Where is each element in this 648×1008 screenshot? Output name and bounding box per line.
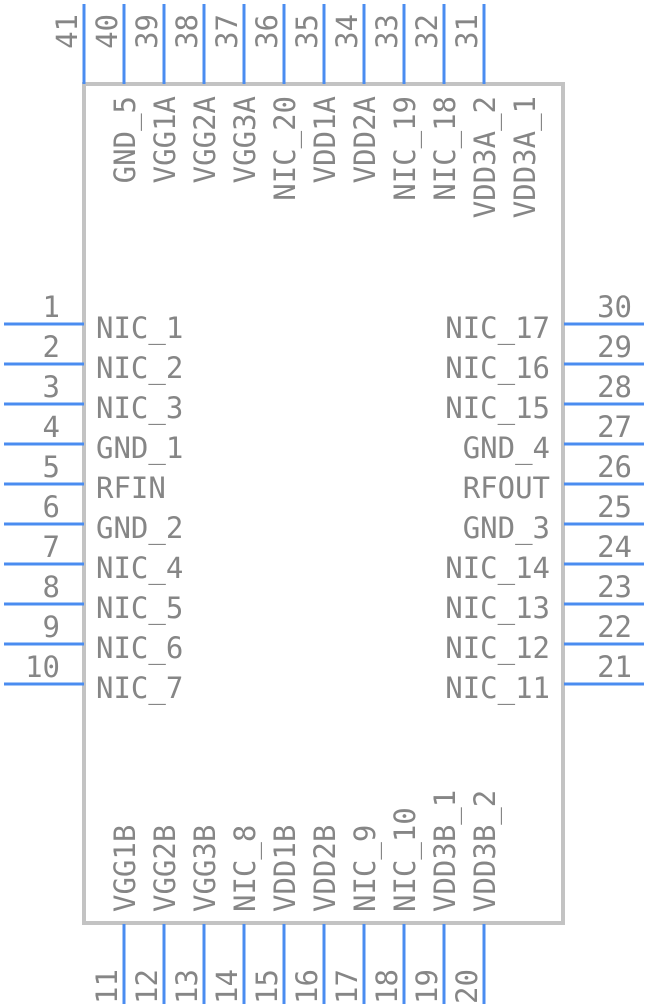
pin-number: 27 [597,410,632,444]
pin-label: NIC_10 [388,807,423,912]
pin-number: 19 [410,969,444,1004]
pin-number: 6 [43,490,60,524]
pin-number: 21 [597,650,632,684]
pin-number: 14 [210,969,244,1004]
pin-number: 28 [597,370,632,404]
pin-number: 34 [330,14,364,49]
pin-label: VDD3B_2 [468,790,503,912]
pin-label: NIC_6 [96,631,183,666]
pin-number: 23 [597,570,632,604]
pin-number: 36 [250,14,284,49]
pin-number: 13 [170,969,204,1004]
pin-label: NIC_16 [445,351,550,386]
pin-label: NIC_11 [445,671,550,706]
pin-number: 12 [130,969,164,1004]
pin-label: GND_2 [96,511,183,546]
pin-number: 33 [370,14,404,49]
pin-label: NIC_8 [228,825,263,912]
pin-label: VGG3B [188,825,222,912]
pin-label: NIC_19 [388,96,423,201]
pin-label: NIC_4 [96,551,183,586]
pin-label: NIC_18 [428,96,463,201]
pin-number: 5 [43,450,60,484]
pin-label: NIC_7 [96,671,183,706]
pin-number: 9 [43,610,60,644]
pin-label: NIC_20 [268,96,303,201]
pin-number: 25 [597,490,632,524]
pin-label: GND_5 [108,96,143,183]
pin-label: VGG1B [108,825,142,912]
pin-number: 40 [90,14,124,49]
pin-number: 37 [210,14,244,49]
pin-label: NIC_1 [96,311,183,346]
pin-label: VGG3A [228,96,262,183]
pin-number: 2 [43,330,60,364]
pin-label: GND_4 [463,431,550,466]
pin-number: 10 [25,650,60,684]
pin-number: 24 [597,530,632,564]
pin-label: VGG2B [148,825,182,912]
pin-number: 15 [250,969,284,1004]
pin-label: VDD3B_1 [428,790,463,912]
pin-number: 26 [597,450,632,484]
pin-label: VDD3A_1 [508,96,543,218]
pin-number: 1 [43,290,60,324]
pin-label: VGG2A [188,96,222,183]
pin-label: GND_1 [96,431,183,466]
pin-label: RFOUT [463,471,550,505]
pin-label: VDD2A [348,96,382,183]
pin-label: NIC_15 [445,391,550,426]
pin-number: 22 [597,610,632,644]
pin-number: 41 [50,14,84,49]
ic-body [82,82,565,925]
pin-label: NIC_12 [445,631,550,666]
pin-number: 39 [130,14,164,49]
pin-number: 7 [43,530,60,564]
pin-group: 1NIC_12NIC_23NIC_34GND_15RFIN6GND_27NIC_… [4,4,644,1004]
pin-number: 4 [43,410,60,444]
pin-label: NIC_9 [348,825,383,912]
pin-label: VDD2B [308,825,342,912]
pin-label: NIC_14 [445,551,550,586]
pin-number: 29 [597,330,632,364]
pin-label: NIC_3 [96,391,183,426]
pin-label: NIC_13 [445,591,550,626]
pin-label: GND_3 [463,511,550,546]
pin-number: 18 [370,969,404,1004]
pin-number: 31 [450,14,484,49]
pin-number: 8 [43,570,60,604]
pin-number: 16 [290,969,324,1004]
pin-number: 11 [90,969,124,1004]
pin-label: NIC_17 [445,311,550,346]
pin-label: VDD1A [308,96,342,183]
pin-label: NIC_5 [96,591,183,626]
pin-label: VDD1B [268,825,302,912]
pin-label: VGG1A [148,96,182,183]
pin-label: RFIN [96,471,166,505]
pin-number: 17 [330,969,364,1004]
pin-label: VDD3A_2 [468,96,503,218]
pin-number: 38 [170,14,204,49]
pin-number: 20 [450,969,484,1004]
pin-number: 35 [290,14,324,49]
pin-number: 30 [597,290,632,324]
pin-number: 3 [43,370,60,404]
pin-number: 32 [410,14,444,49]
pin-label: NIC_2 [96,351,183,386]
